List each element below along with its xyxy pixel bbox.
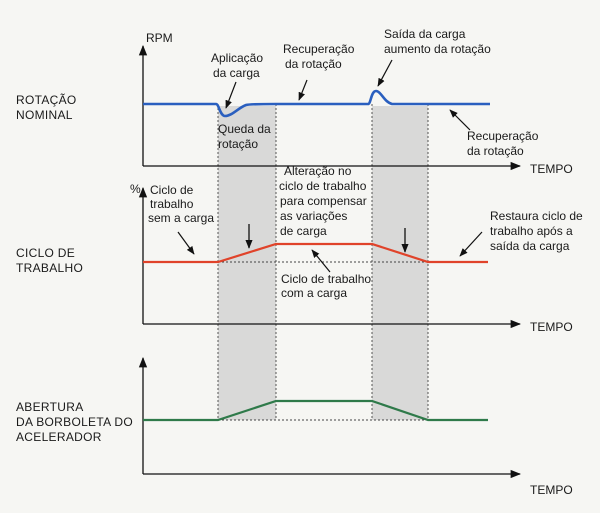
annot-load-applied: Aplicação [211,51,263,65]
annot-no-load: sem a carga [148,211,214,225]
annot-no-load: Ciclo de [150,183,194,197]
annot-load-exit: Saída da carga [384,27,466,41]
duty-cycle-curve [143,242,488,264]
duty-axis-label: % [130,182,141,196]
arrow-load-exit [377,59,393,87]
throttle-opening-curve [143,399,488,422]
annot-duty-change: ciclo de trabalho [279,179,367,193]
arrow-duty-restore [459,231,483,257]
annot-rpm-drop: Queda da [218,122,271,136]
annot-duty-change: de carga [280,224,327,238]
rpm-row-label: ROTAÇÃO [16,93,77,107]
arrow-no-load [177,231,195,255]
throttle-row-label: ABERTURA [16,400,84,414]
load-removal-band [372,106,428,420]
annot-with-load: Ciclo de trabalho [281,272,371,286]
annot-duty-change: Alteração no [284,164,352,178]
annot-duty-change: para compensar [280,194,367,208]
annot-recovery-bottom: Recuperação [467,129,539,143]
arrow-with-load [311,249,331,273]
annot-load-applied: da carga [213,66,260,80]
annot-no-load: trabalho [150,197,194,211]
rpm-curve [143,89,490,118]
annot-recovery-top: Recuperação [283,42,355,56]
annot-load-exit: aumento da rotação [384,42,491,56]
arrow-recovery-top [298,79,308,101]
annot-duty-change: as variações [280,209,347,223]
annot-recovery-bottom: da rotação [467,144,524,158]
annot-with-load: com a carga [281,286,347,300]
annot-duty-restore: Restaura ciclo de [490,209,583,223]
rpm-axis-label: RPM [146,31,173,45]
annot-duty-restore: saída da carga [490,239,570,253]
duty-time-label: TEMPO [530,320,573,334]
throttle-row-label: ACELERADOR [16,430,102,444]
arrow-recovery-bottom [449,109,471,131]
throttle-time-label: TEMPO [530,483,573,497]
rpm-time-label: TEMPO [530,162,573,176]
rpm-row-label: NOMINAL [16,108,73,122]
load-application-band [218,106,276,420]
annot-duty-restore: trabalho após a [490,224,573,238]
throttle-row-label: DA BORBOLETA DO [16,415,133,429]
annot-rpm-drop: rotação [218,137,258,151]
arrow-load-applied [225,81,237,109]
duty-row-label: CICLO DE [16,246,75,260]
annot-recovery-top: da rotação [285,57,342,71]
duty-row-label: TRABALHO [16,261,83,275]
